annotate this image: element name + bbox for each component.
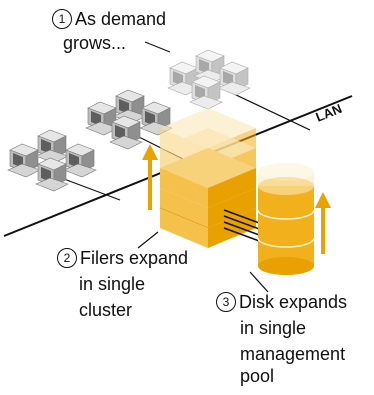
label-demand-line2: grows... (63, 33, 127, 53)
filer-growth-arrow (142, 144, 158, 210)
lan-label: LAN (314, 101, 344, 125)
disk-pool (257, 163, 315, 275)
label-filers-pointer (137, 231, 159, 249)
step-number-2: 2 (57, 248, 77, 268)
step-number-3: 3 (216, 292, 236, 312)
label-filers-line2: in single (79, 274, 146, 294)
computer-icon (35, 157, 69, 192)
client-cluster-new (167, 49, 251, 110)
computer-icon (63, 143, 97, 178)
label-disk-line4: pool (240, 366, 275, 386)
filer-stack (159, 108, 256, 248)
label-pointers (137, 231, 269, 293)
filer-unit (160, 148, 256, 208)
client-cluster-left (7, 129, 97, 192)
label-disk-line3: management (240, 344, 346, 364)
step-number-1: 1 (52, 9, 72, 29)
computer-icon (109, 115, 143, 150)
label-demand-pointer (144, 41, 171, 53)
computer-icon (189, 75, 223, 110)
growth-arrows (142, 144, 331, 254)
client-cluster-middle (85, 89, 173, 150)
label-disk-line2: in single (240, 318, 307, 338)
label-demand-line1: As demand (75, 9, 167, 29)
label-disk-cont: in single management pool (240, 316, 345, 388)
label-demand-cont: grows... (63, 31, 126, 55)
computer-icon (35, 129, 69, 164)
label-filers-line1: Filers expand (80, 248, 189, 268)
label-disk-line1: Disk expands (239, 292, 348, 312)
computer-icon (7, 143, 41, 178)
label-filers-cont: in single cluster (79, 272, 145, 322)
computer-icon (217, 61, 251, 96)
label-disk-pointer (249, 271, 269, 293)
disk-growth-arrow (315, 192, 331, 254)
label-filers-line3: cluster (79, 300, 133, 320)
disk-cables (223, 209, 263, 243)
